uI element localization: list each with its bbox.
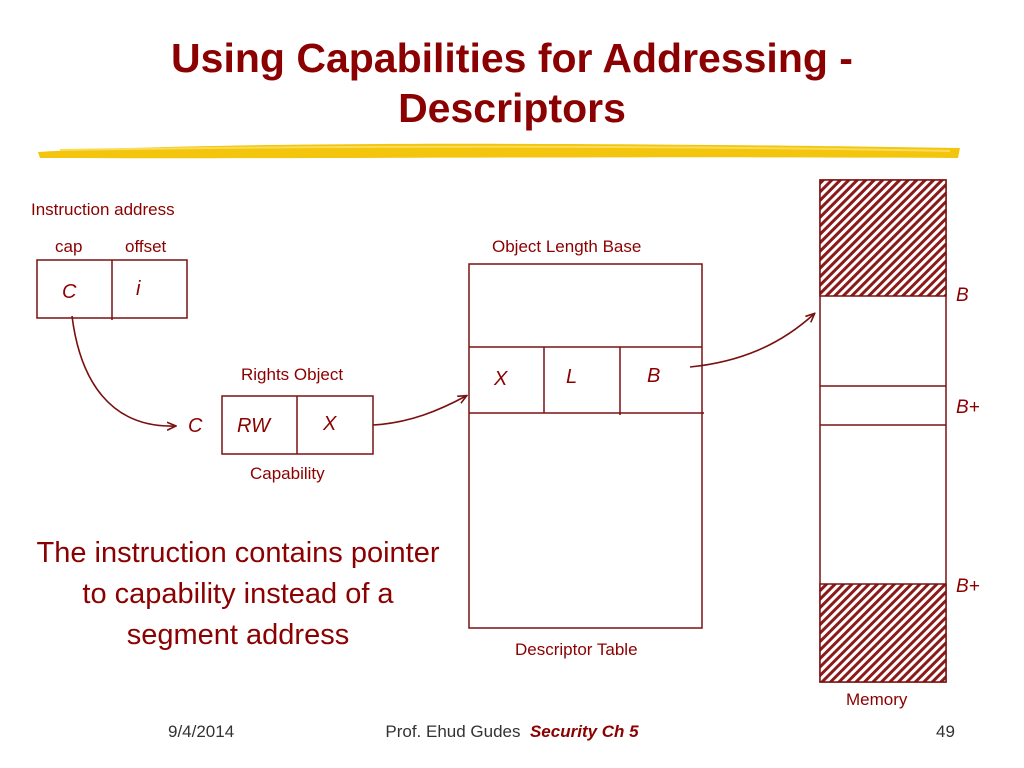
footer-center: Prof. Ehud Gudes Security Ch 5 bbox=[0, 722, 1024, 742]
arrow-cap-to-capability bbox=[71, 315, 175, 426]
slide-title: Using Capabilities for Addressing - Desc… bbox=[0, 33, 1024, 133]
arrow-descriptor-to-memory bbox=[689, 314, 814, 368]
footer-author: Prof. Ehud Gudes bbox=[385, 722, 521, 741]
footer-course: Security Ch 5 bbox=[529, 722, 639, 741]
object-length-base-label: Object Length Base bbox=[492, 237, 642, 256]
capability-c: C bbox=[188, 415, 203, 437]
descriptor-x: X bbox=[494, 368, 508, 390]
footer-date: 9/4/2014 bbox=[168, 722, 235, 741]
rights-object-label: Rights Object bbox=[241, 365, 344, 384]
offset-value: i bbox=[136, 278, 141, 300]
memory-used-top bbox=[819, 179, 947, 297]
object-value: X bbox=[323, 413, 337, 435]
capability-label: Capability bbox=[250, 464, 325, 483]
offset-label: offset bbox=[125, 237, 167, 256]
cap-label: cap bbox=[55, 237, 83, 256]
page-number: 49 bbox=[936, 722, 955, 741]
memory-label: Memory bbox=[846, 690, 908, 709]
title-line-1: Using Capabilities for Addressing - bbox=[171, 35, 853, 81]
memory-b-plus-2: B+ bbox=[956, 576, 980, 597]
descriptor-l: L bbox=[566, 366, 578, 388]
instruction-address-label: Instruction address bbox=[31, 200, 175, 219]
memory-used-bottom bbox=[819, 583, 947, 683]
arrow-capability-to-descriptor bbox=[372, 396, 466, 426]
body-text: The instruction contains pointer to capa… bbox=[36, 537, 440, 651]
descriptor-table-label: Descriptor Table bbox=[515, 640, 638, 659]
memory-b-plus-1: B+ bbox=[956, 397, 980, 418]
rights-value: RW bbox=[237, 415, 270, 437]
descriptor-b: B bbox=[647, 365, 661, 387]
descriptor-table bbox=[468, 263, 703, 629]
title-line-2: Descriptors bbox=[398, 85, 626, 131]
memory-b: B bbox=[956, 285, 969, 306]
cap-value: C bbox=[62, 281, 77, 303]
